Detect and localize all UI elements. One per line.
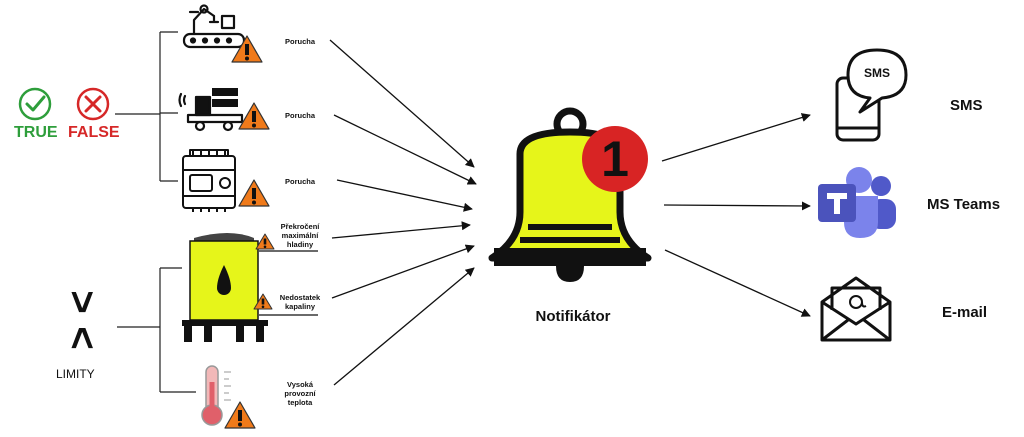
arrow-output-email [664, 249, 811, 317]
limits-group [117, 267, 196, 393]
check-icon [18, 87, 52, 121]
tank-icon [182, 233, 268, 342]
thermometer-icon [201, 365, 231, 426]
cross-icon [76, 87, 110, 121]
warning-icon [238, 179, 270, 207]
greater-than-symbol: > [60, 290, 104, 314]
ms-teams-icon [818, 167, 896, 238]
input-label-3: Porucha [284, 177, 315, 186]
notifier-label: Notifikátor [535, 308, 611, 325]
less-than-symbol: < [60, 326, 104, 350]
truck-loader-icon [178, 88, 244, 132]
boolean-group [18, 31, 178, 182]
input-label-1: Porucha [284, 37, 315, 46]
notification-badge [582, 126, 648, 192]
warning-icon [224, 401, 256, 429]
sms-phone-icon [835, 48, 908, 142]
true-label: TRUE [14, 124, 58, 141]
arrow-input-3 [336, 179, 473, 212]
input-label-4: Překročení maximální hladiny [280, 222, 320, 249]
output-label-sms: SMS [950, 97, 983, 114]
arrow-output-teams [663, 201, 811, 211]
email-envelope-icon [820, 276, 892, 342]
arrow-input-1 [329, 39, 475, 168]
arrow-input-6 [333, 267, 475, 386]
arrow-input-4 [331, 221, 471, 239]
output-arrows [661, 113, 811, 317]
warning-icon [238, 102, 270, 130]
output-label-email: E-mail [942, 304, 988, 321]
input-arrows [329, 39, 477, 386]
control-unit-icon [182, 149, 236, 212]
sms-bubble-text: SMS [863, 66, 890, 80]
input-label-5: Nedostatek kapaliny [279, 293, 321, 311]
badge-count: 1 [601, 131, 629, 187]
arrow-output-sms [661, 113, 811, 162]
robot-conveyor-icon [182, 4, 246, 49]
output-label-teams: MS Teams [927, 196, 1001, 213]
arrow-input-2 [333, 114, 477, 185]
arrow-input-5 [331, 244, 475, 299]
input-label-2: Porucha [284, 111, 315, 120]
false-label: FALSE [68, 124, 120, 141]
limits-label: LIMITY [56, 367, 95, 381]
warning-icon [231, 35, 263, 63]
input-label-6: Vysoká provozní teplota [284, 380, 316, 407]
